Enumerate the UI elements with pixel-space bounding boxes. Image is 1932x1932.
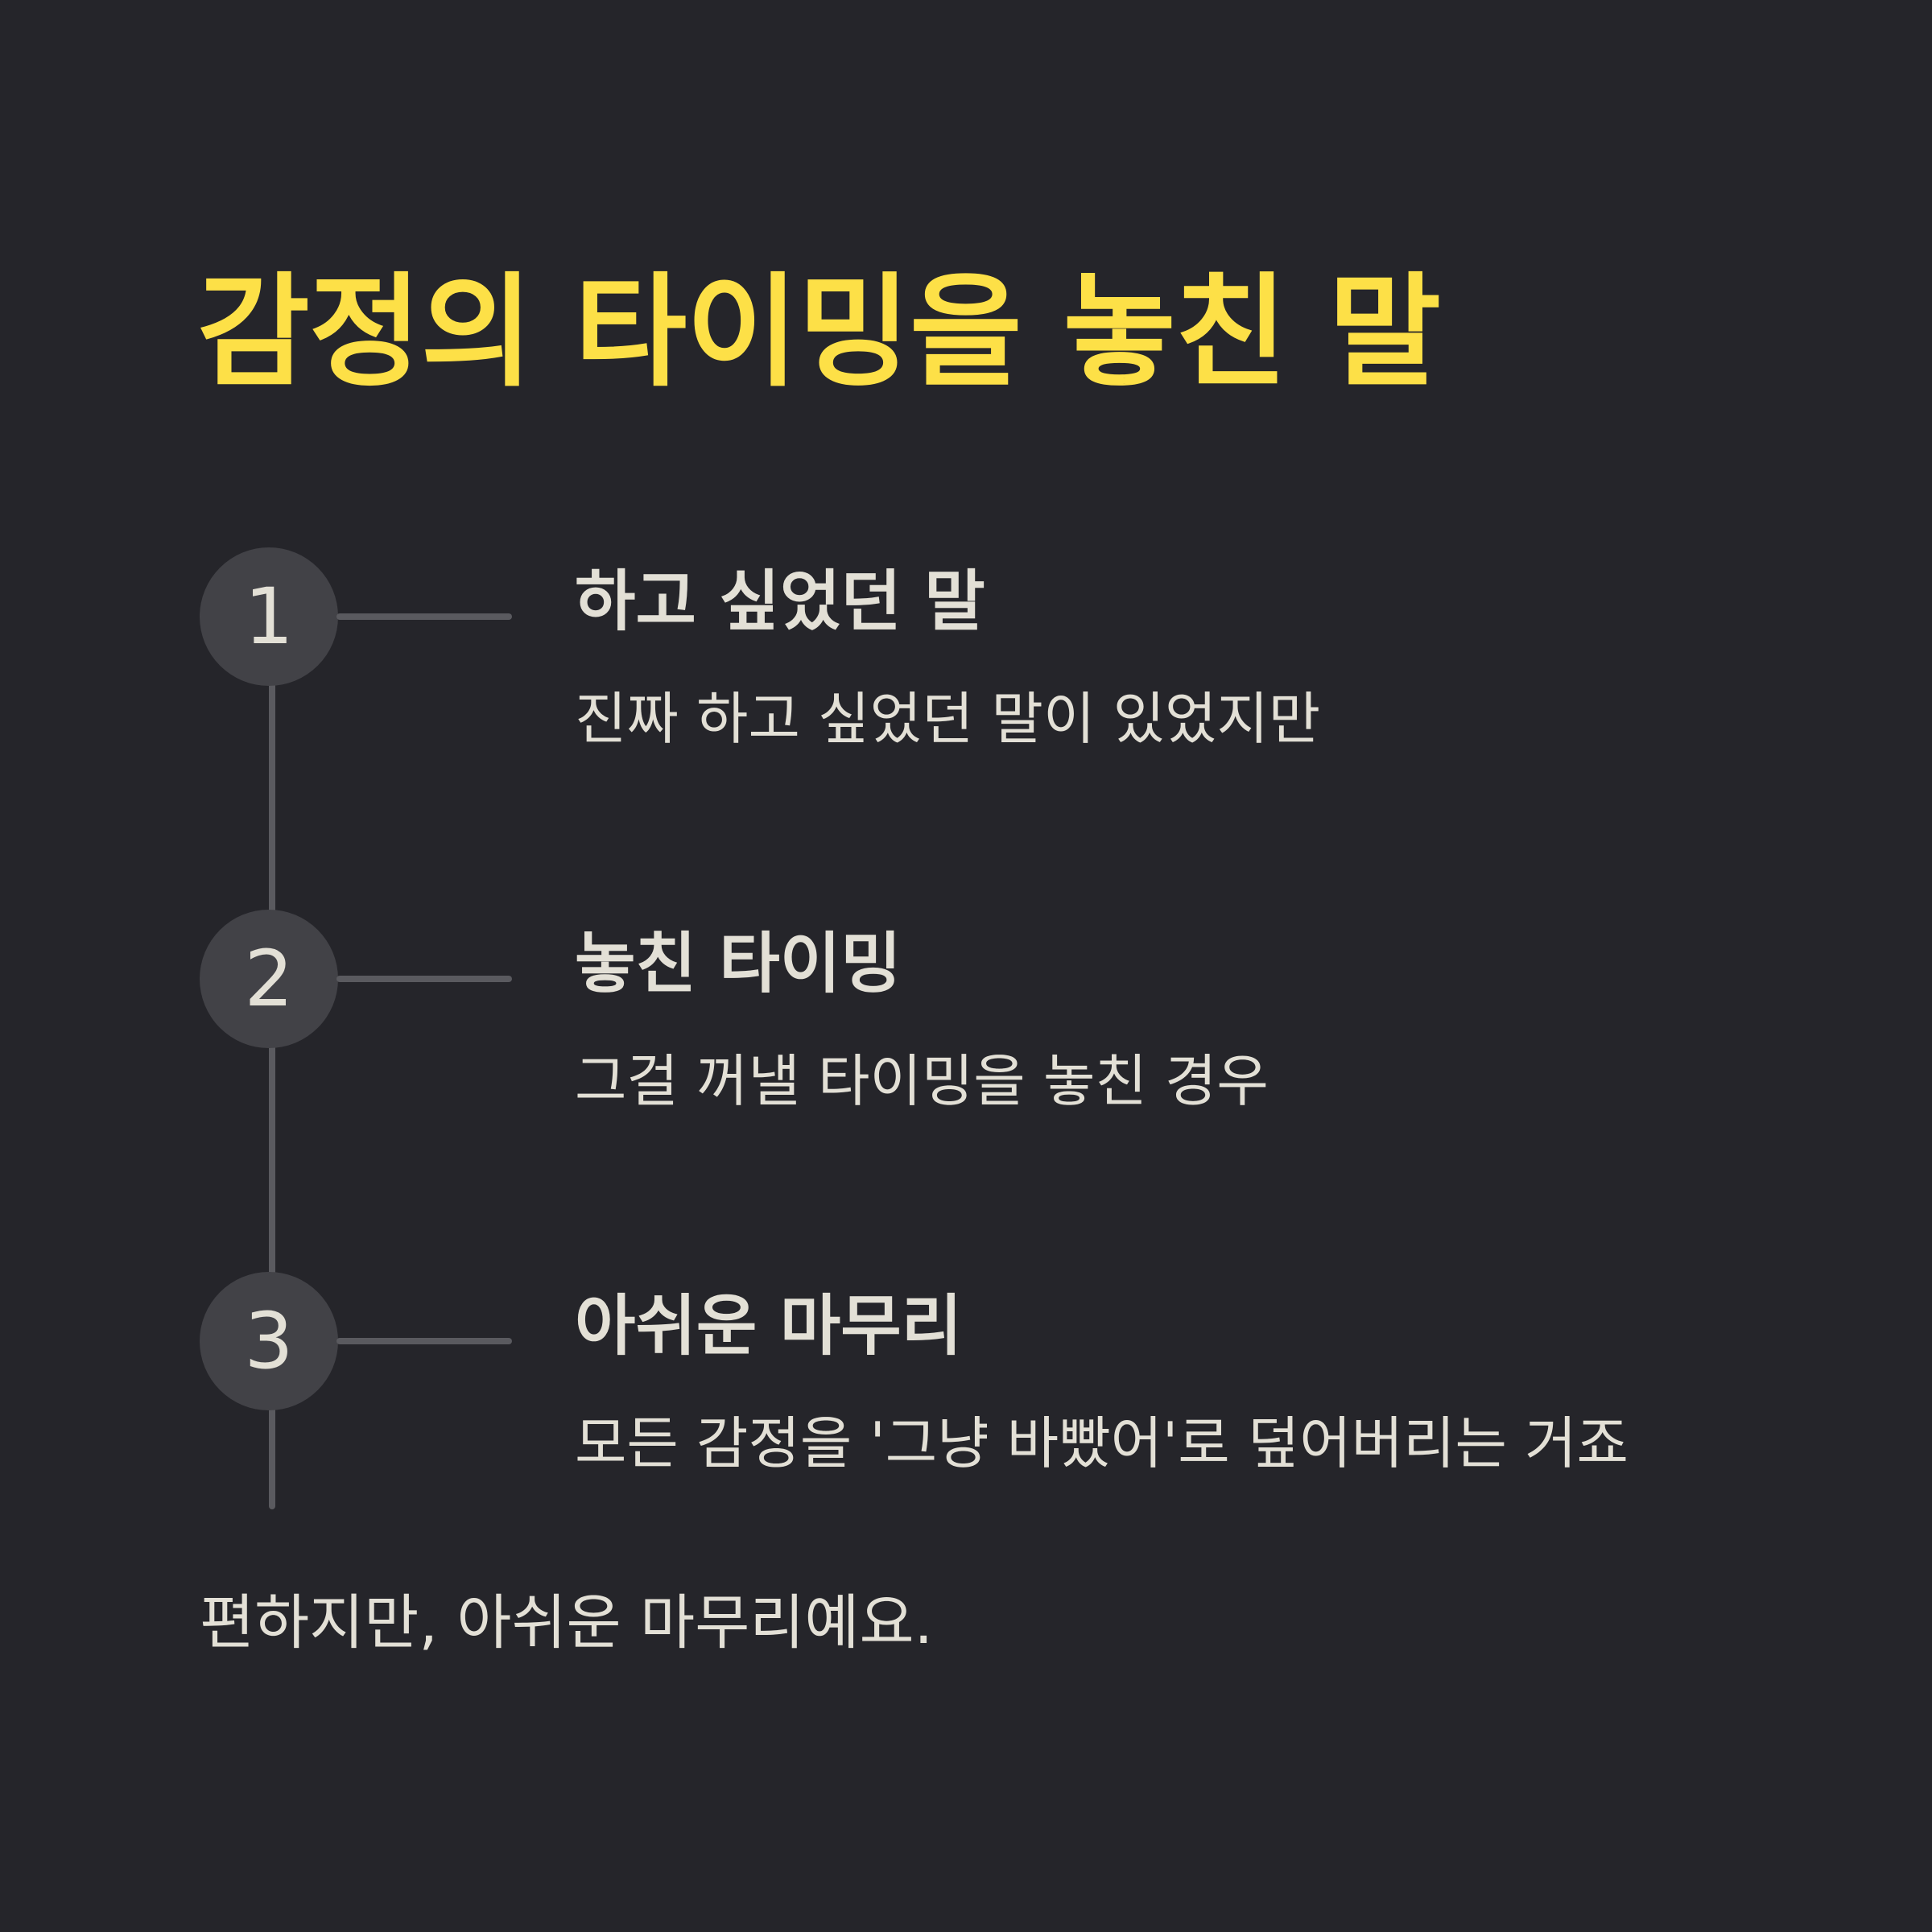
- timeline-step-3: 3 아쉬운 마무리 모든 감정을 '그냥 바빴어'로 덮어버리는 거죠: [0, 1272, 1932, 1513]
- step-number-badge: 2: [200, 910, 338, 1048]
- step-connector-line: [336, 1338, 512, 1344]
- timeline-step-1: 1 하고 싶었던 말 진짜 하고 싶었던 말이 있었지만: [0, 547, 1932, 789]
- step-number-badge: 1: [200, 547, 338, 686]
- timeline-rail: [269, 616, 275, 1509]
- step-description: 진짜 하고 싶었던 말이 있었지만: [575, 686, 1321, 752]
- step-description: 모든 감정을 '그냥 바빴어'로 덮어버리는 거죠: [575, 1410, 1629, 1476]
- step-connector-line: [336, 613, 512, 620]
- conclusion-text: 편하지만, 아쉬운 마무리예요.: [200, 1588, 934, 1657]
- step-number-badge: 3: [200, 1272, 338, 1410]
- page-title: 감정의 타이밍을 놓친 말: [197, 261, 1441, 403]
- timeline-step-2: 2 놓친 타이밍 그걸 꺼낼 타이밍을 놓친 경우: [0, 910, 1932, 1151]
- step-heading: 놓친 타이밍: [575, 926, 902, 1002]
- step-heading: 아쉬운 마무리: [575, 1288, 963, 1364]
- step-description: 그걸 꺼낼 타이밍을 놓친 경우: [575, 1048, 1269, 1114]
- step-connector-line: [336, 976, 512, 982]
- step-heading: 하고 싶었던 말: [575, 564, 985, 640]
